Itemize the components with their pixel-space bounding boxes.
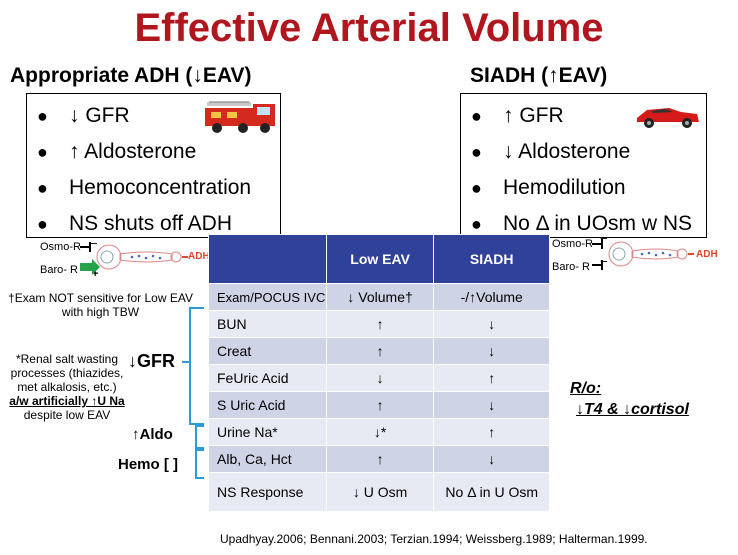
- renal-salt-note-emphasis: a/w artificially ↑U Na: [9, 394, 125, 408]
- left-minus-sign: −: [90, 236, 98, 251]
- bullet-icon: ●: [471, 214, 482, 234]
- renal-salt-note-text: *Renal salt wasting processes (thiazides…: [10, 352, 124, 394]
- renal-salt-note-tail: despite low EAV: [23, 408, 111, 422]
- table-cell: ↓: [433, 445, 550, 473]
- left-box: ●↓ GFR ●↑ Aldosterone ●Hemoconcentration…: [26, 93, 281, 238]
- table-cell: ↑: [433, 364, 550, 392]
- right-minus-sign-1: −: [600, 231, 608, 246]
- left-header: Appropriate ADH (↓EAV): [10, 64, 252, 87]
- table-row: S Uric Acid ↑ ↓: [208, 391, 550, 419]
- left-baro-label: Baro- R: [40, 264, 78, 276]
- left-plus-sign: +: [92, 268, 99, 280]
- table-cell: No Δ in U Osm: [433, 472, 550, 512]
- table-header-cell: [208, 234, 327, 284]
- table-cell: S Uric Acid: [208, 391, 327, 419]
- right-receptor-diagram: [592, 239, 694, 270]
- table-row: Urine Na* ↓* ↑: [208, 418, 550, 446]
- table-cell: ↓: [433, 337, 550, 365]
- table-cell: ↑: [325, 337, 435, 365]
- right-minus-sign-2: −: [600, 254, 608, 269]
- table-cell: ↓: [433, 391, 550, 419]
- renal-salt-note: *Renal salt wasting processes (thiazides…: [8, 352, 126, 422]
- right-bullet-item: ●↑ GFR: [461, 98, 706, 134]
- rule-out-title: R/o:: [570, 380, 602, 397]
- bullet-icon: ●: [471, 106, 482, 126]
- bullet-icon: ●: [37, 214, 48, 234]
- table-cell: ↓ Volume†: [325, 283, 435, 311]
- table-cell: ↑: [325, 391, 435, 419]
- table-cell: Urine Na*: [208, 418, 327, 446]
- table-row: Exam/POCUS IVC ↓ Volume† -/↑Volume: [208, 283, 550, 311]
- left-bullet-list: ●↓ GFR ●↑ Aldosterone ●Hemoconcentration…: [27, 94, 280, 242]
- table-cell: FeUric Acid: [208, 364, 327, 392]
- exam-footnote: †Exam NOT sensitive for Low EAV with hig…: [8, 291, 193, 319]
- right-header: SIADH (↑EAV): [470, 64, 608, 87]
- right-bullet-list: ●↑ GFR ●↓ Aldosterone ●Hemodilution ●No …: [461, 94, 706, 242]
- table-row: FeUric Acid ↓ ↑: [208, 364, 550, 392]
- left-adh-label: ADH: [188, 251, 210, 262]
- table-cell: ↓ U Osm: [325, 472, 435, 512]
- right-bullet-item: ●No Δ in UOsm w NS: [461, 206, 706, 242]
- table-cell: Alb, Ca, Hct: [208, 445, 327, 473]
- table-cell: Exam/POCUS IVC: [208, 283, 327, 311]
- table-header-cell: Low EAV: [325, 234, 435, 284]
- left-bullet-item: ●Hemoconcentration: [27, 170, 280, 206]
- table-cell: Creat: [208, 337, 327, 365]
- table-header-cell: SIADH: [433, 234, 550, 284]
- blue-brackets: [182, 307, 204, 479]
- hemo-label: Hemo [ ]: [118, 456, 178, 473]
- left-bullet-item: ●↓ GFR: [27, 98, 280, 134]
- comparison-table: Low EAV SIADH Exam/POCUS IVC ↓ Volume† -…: [208, 234, 550, 512]
- table-cell: ↓: [433, 310, 550, 338]
- left-bullet-item: ●↑ Aldosterone: [27, 134, 280, 170]
- left-bullet-item: ●NS shuts off ADH: [27, 206, 280, 242]
- aldo-bracket: [195, 425, 204, 449]
- table-cell: ↑: [325, 310, 435, 338]
- rule-out-text: ↓T4 & ↓cortisol: [576, 401, 689, 418]
- table-cell: BUN: [208, 310, 327, 338]
- table-row: Creat ↑ ↓: [208, 337, 550, 365]
- table-header-row: Low EAV SIADH: [208, 234, 550, 284]
- table-cell: -/↑Volume: [433, 283, 550, 311]
- right-bullet-item: ●↓ Aldosterone: [461, 134, 706, 170]
- green-arrow-icon: [80, 259, 100, 275]
- right-box: ●↑ GFR ●↓ Aldosterone ●Hemodilution ●No …: [460, 93, 707, 238]
- table-cell: ↑: [433, 418, 550, 446]
- citation: Upadhyay.2006; Bennani.2003; Terzian.199…: [220, 532, 648, 546]
- table-cell: ↑: [325, 445, 435, 473]
- right-adh-label: ADH: [696, 249, 718, 260]
- aldo-label: ↑Aldo: [132, 426, 173, 443]
- table-cell: ↓*: [325, 418, 435, 446]
- red-car-icon: [637, 108, 699, 128]
- table-row: Alb, Ca, Hct ↑ ↓: [208, 445, 550, 473]
- left-osmo-label: Osmo-R: [40, 241, 81, 253]
- bullet-icon: ●: [471, 142, 482, 162]
- table-cell: ↓: [325, 364, 435, 392]
- bullet-icon: ●: [471, 178, 482, 198]
- right-osmo-label: Osmo-R: [552, 238, 593, 250]
- slide-title: Effective Arterial Volume: [134, 6, 604, 50]
- bullet-icon: ●: [37, 106, 48, 126]
- right-bullet-item: ●Hemodilution: [461, 170, 706, 206]
- gfr-label: ↓GFR: [128, 351, 175, 371]
- table-row: NS Response ↓ U Osm No Δ in U Osm: [208, 472, 550, 512]
- table-row: BUN ↑ ↓: [208, 310, 550, 338]
- bullet-icon: ●: [37, 178, 48, 198]
- left-receptor-diagram: [80, 242, 188, 275]
- table-cell: NS Response: [208, 472, 327, 512]
- gfr-bracket: [189, 307, 204, 425]
- bullet-icon: ●: [37, 142, 48, 162]
- right-baro-label: Baro- R: [552, 261, 590, 273]
- hemo-bracket: [195, 449, 204, 479]
- fire-truck-icon: [205, 101, 275, 133]
